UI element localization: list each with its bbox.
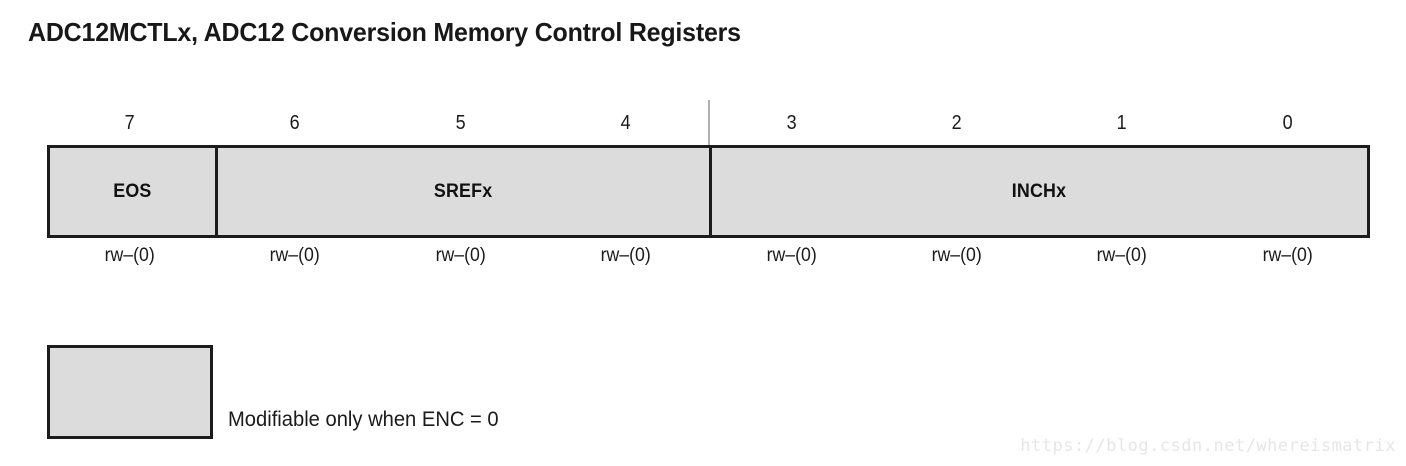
watermark: https://blog.csdn.net/whereismatrix	[1020, 436, 1396, 456]
bit-number-6: 6	[290, 112, 301, 134]
access-annotation-row: rw–(0) rw–(0) rw–(0) rw–(0) rw–(0) rw–(0…	[47, 242, 1370, 272]
bit-number-row: 7 6 5 4 3 2 1 0	[47, 111, 1370, 141]
bit-number-3: 3	[786, 112, 797, 134]
legend-label: Modifiable only when ENC = 0	[228, 408, 499, 431]
bit-number-0: 0	[1282, 112, 1293, 134]
bit-number-1: 1	[1116, 112, 1127, 134]
bit-number-4: 4	[620, 112, 631, 134]
register-box: EOS SREFx INCHx	[47, 145, 1370, 238]
register-field-srefx: SREFx	[214, 148, 709, 235]
register-bitfield-diagram: 7 6 5 4 3 2 1 0 EOS SREFx INCHx rw–(0) r…	[47, 100, 1370, 285]
access-annotation-bit-6: rw–(0)	[270, 245, 321, 266]
register-field-inchx: INCHx	[708, 148, 1368, 235]
legend: Modifiable only when ENC = 0	[47, 345, 510, 439]
access-annotation-bit-2: rw–(0)	[931, 245, 982, 266]
access-annotation-bit-0: rw–(0)	[1262, 245, 1313, 266]
bit-number-5: 5	[455, 112, 466, 134]
access-annotation-bit-4: rw–(0)	[600, 245, 651, 266]
register-field-label: SREFx	[433, 180, 493, 202]
bit-number-7: 7	[124, 112, 135, 134]
bit-number-2: 2	[951, 112, 962, 134]
access-annotation-bit-3: rw–(0)	[766, 245, 817, 266]
register-field-eos: EOS	[50, 148, 215, 235]
register-field-label: EOS	[113, 180, 152, 202]
legend-swatch-shaded	[47, 345, 213, 439]
halfword-divider-tick	[708, 100, 710, 146]
access-annotation-bit-5: rw–(0)	[435, 245, 486, 266]
register-field-label: INCHx	[1011, 180, 1067, 202]
page-title: ADC12MCTLx, ADC12 Conversion Memory Cont…	[28, 17, 741, 47]
access-annotation-bit-1: rw–(0)	[1096, 245, 1147, 266]
access-annotation-bit-7: rw–(0)	[104, 245, 155, 266]
